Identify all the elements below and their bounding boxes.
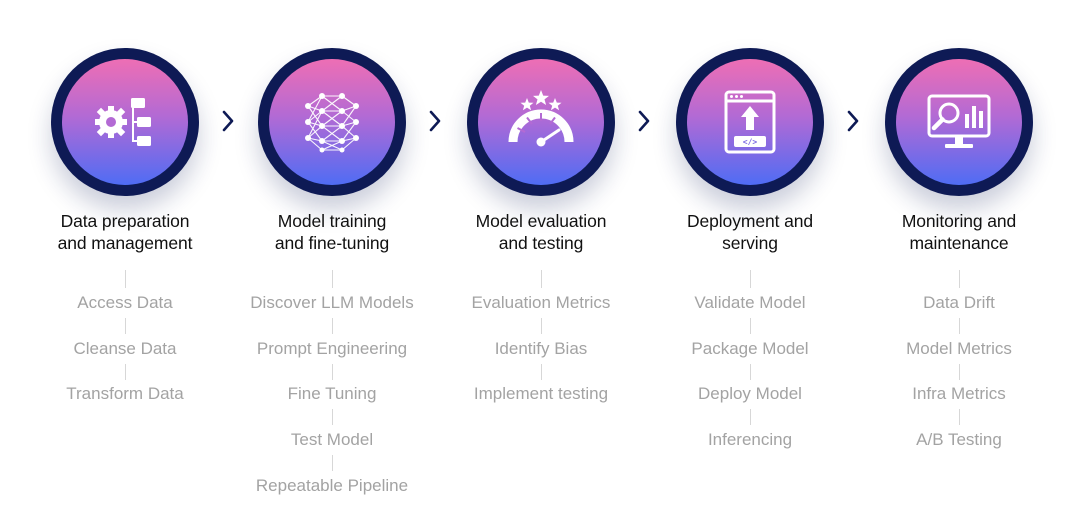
- connector-line: [750, 409, 751, 425]
- list-item: Repeatable Pipeline: [255, 476, 409, 495]
- connector-line: [959, 318, 960, 334]
- chevron-right-icon: [847, 110, 859, 132]
- stage-title-line: Deployment and: [686, 211, 814, 231]
- stage-title-line: and testing: [498, 233, 584, 253]
- connector-line: [959, 409, 960, 425]
- deploy-window-icon: </>: [724, 90, 776, 154]
- stage-badge: [258, 48, 406, 196]
- monitor-analytics-icon: [927, 94, 991, 148]
- list-item: Data Drift: [923, 293, 995, 312]
- stage-deployment: </> Deployment and serving Validate Mode…: [625, 0, 875, 532]
- connector-line: [959, 364, 960, 380]
- stage-title-line: Data preparation: [60, 211, 190, 231]
- stage-title-line: Monitoring and: [901, 211, 1017, 231]
- stage-badge: [467, 48, 615, 196]
- stage-title-line: maintenance: [909, 233, 1009, 253]
- list-item: Implement testing: [473, 384, 609, 403]
- list-item: Package Model: [691, 339, 809, 358]
- connector-line: [332, 455, 333, 471]
- list-item: Inferencing: [707, 430, 793, 449]
- list-item: Prompt Engineering: [256, 339, 408, 358]
- connector-line: [541, 364, 542, 380]
- stage-badge: [885, 48, 1033, 196]
- list-item: Cleanse Data: [73, 339, 177, 358]
- stage-data-preparation: Data preparation and management Access D…: [0, 0, 250, 532]
- chevron-right-icon: [222, 110, 234, 132]
- stage-badge: </>: [676, 48, 824, 196]
- stage-title-line: Model training: [277, 211, 387, 231]
- connector-line: [750, 364, 751, 380]
- chevron-right-icon: [429, 110, 441, 132]
- list-item: Test Model: [290, 430, 374, 449]
- svg-text:</>: </>: [743, 138, 758, 147]
- stage-title: Data preparation and management: [0, 210, 250, 254]
- list-item: Transform Data: [66, 384, 184, 403]
- stage-model-training: Model training and fine-tuning Discover …: [207, 0, 457, 532]
- stage-title-line: serving: [722, 233, 778, 253]
- stage-title-line: and fine-tuning: [274, 233, 390, 253]
- stage-monitoring: Monitoring and maintenance Data Drift Mo…: [834, 0, 1080, 532]
- connector-line: [541, 318, 542, 334]
- list-item: Deploy Model: [698, 384, 802, 403]
- list-item: A/B Testing: [916, 430, 1002, 449]
- list-item: Fine Tuning: [287, 384, 377, 403]
- connector-line: [541, 270, 542, 288]
- connector-line: [332, 409, 333, 425]
- connector-line: [125, 364, 126, 380]
- stage-badge: [51, 48, 199, 196]
- neural-network-icon: [305, 93, 359, 153]
- stage-title-line: Model evaluation: [475, 211, 607, 231]
- list-item: Identify Bias: [494, 339, 588, 358]
- stage-title: Model training and fine-tuning: [207, 210, 457, 254]
- connector-line: [959, 270, 960, 288]
- list-item: Discover LLM Models: [250, 293, 414, 312]
- stage-title: Model evaluation and testing: [416, 210, 666, 254]
- connector-line: [332, 364, 333, 380]
- connector-line: [750, 318, 751, 334]
- list-item: Evaluation Metrics: [471, 293, 611, 312]
- gear-flowchart-icon: [95, 98, 151, 146]
- connector-line: [125, 270, 126, 288]
- gauge-stars-icon: [508, 90, 574, 147]
- connector-line: [750, 270, 751, 288]
- list-item: Model Metrics: [906, 339, 1012, 358]
- chevron-right-icon: [638, 110, 650, 132]
- list-item: Access Data: [77, 293, 173, 312]
- connector-line: [332, 318, 333, 334]
- stage-title: Monitoring and maintenance: [834, 210, 1080, 254]
- stage-title: Deployment and serving: [625, 210, 875, 254]
- list-item: Validate Model: [694, 293, 806, 312]
- stage-title-line: and management: [57, 233, 193, 253]
- connector-line: [125, 318, 126, 334]
- list-item: Infra Metrics: [912, 384, 1006, 403]
- stage-model-evaluation: Model evaluation and testing Evaluation …: [416, 0, 666, 532]
- connector-line: [332, 270, 333, 288]
